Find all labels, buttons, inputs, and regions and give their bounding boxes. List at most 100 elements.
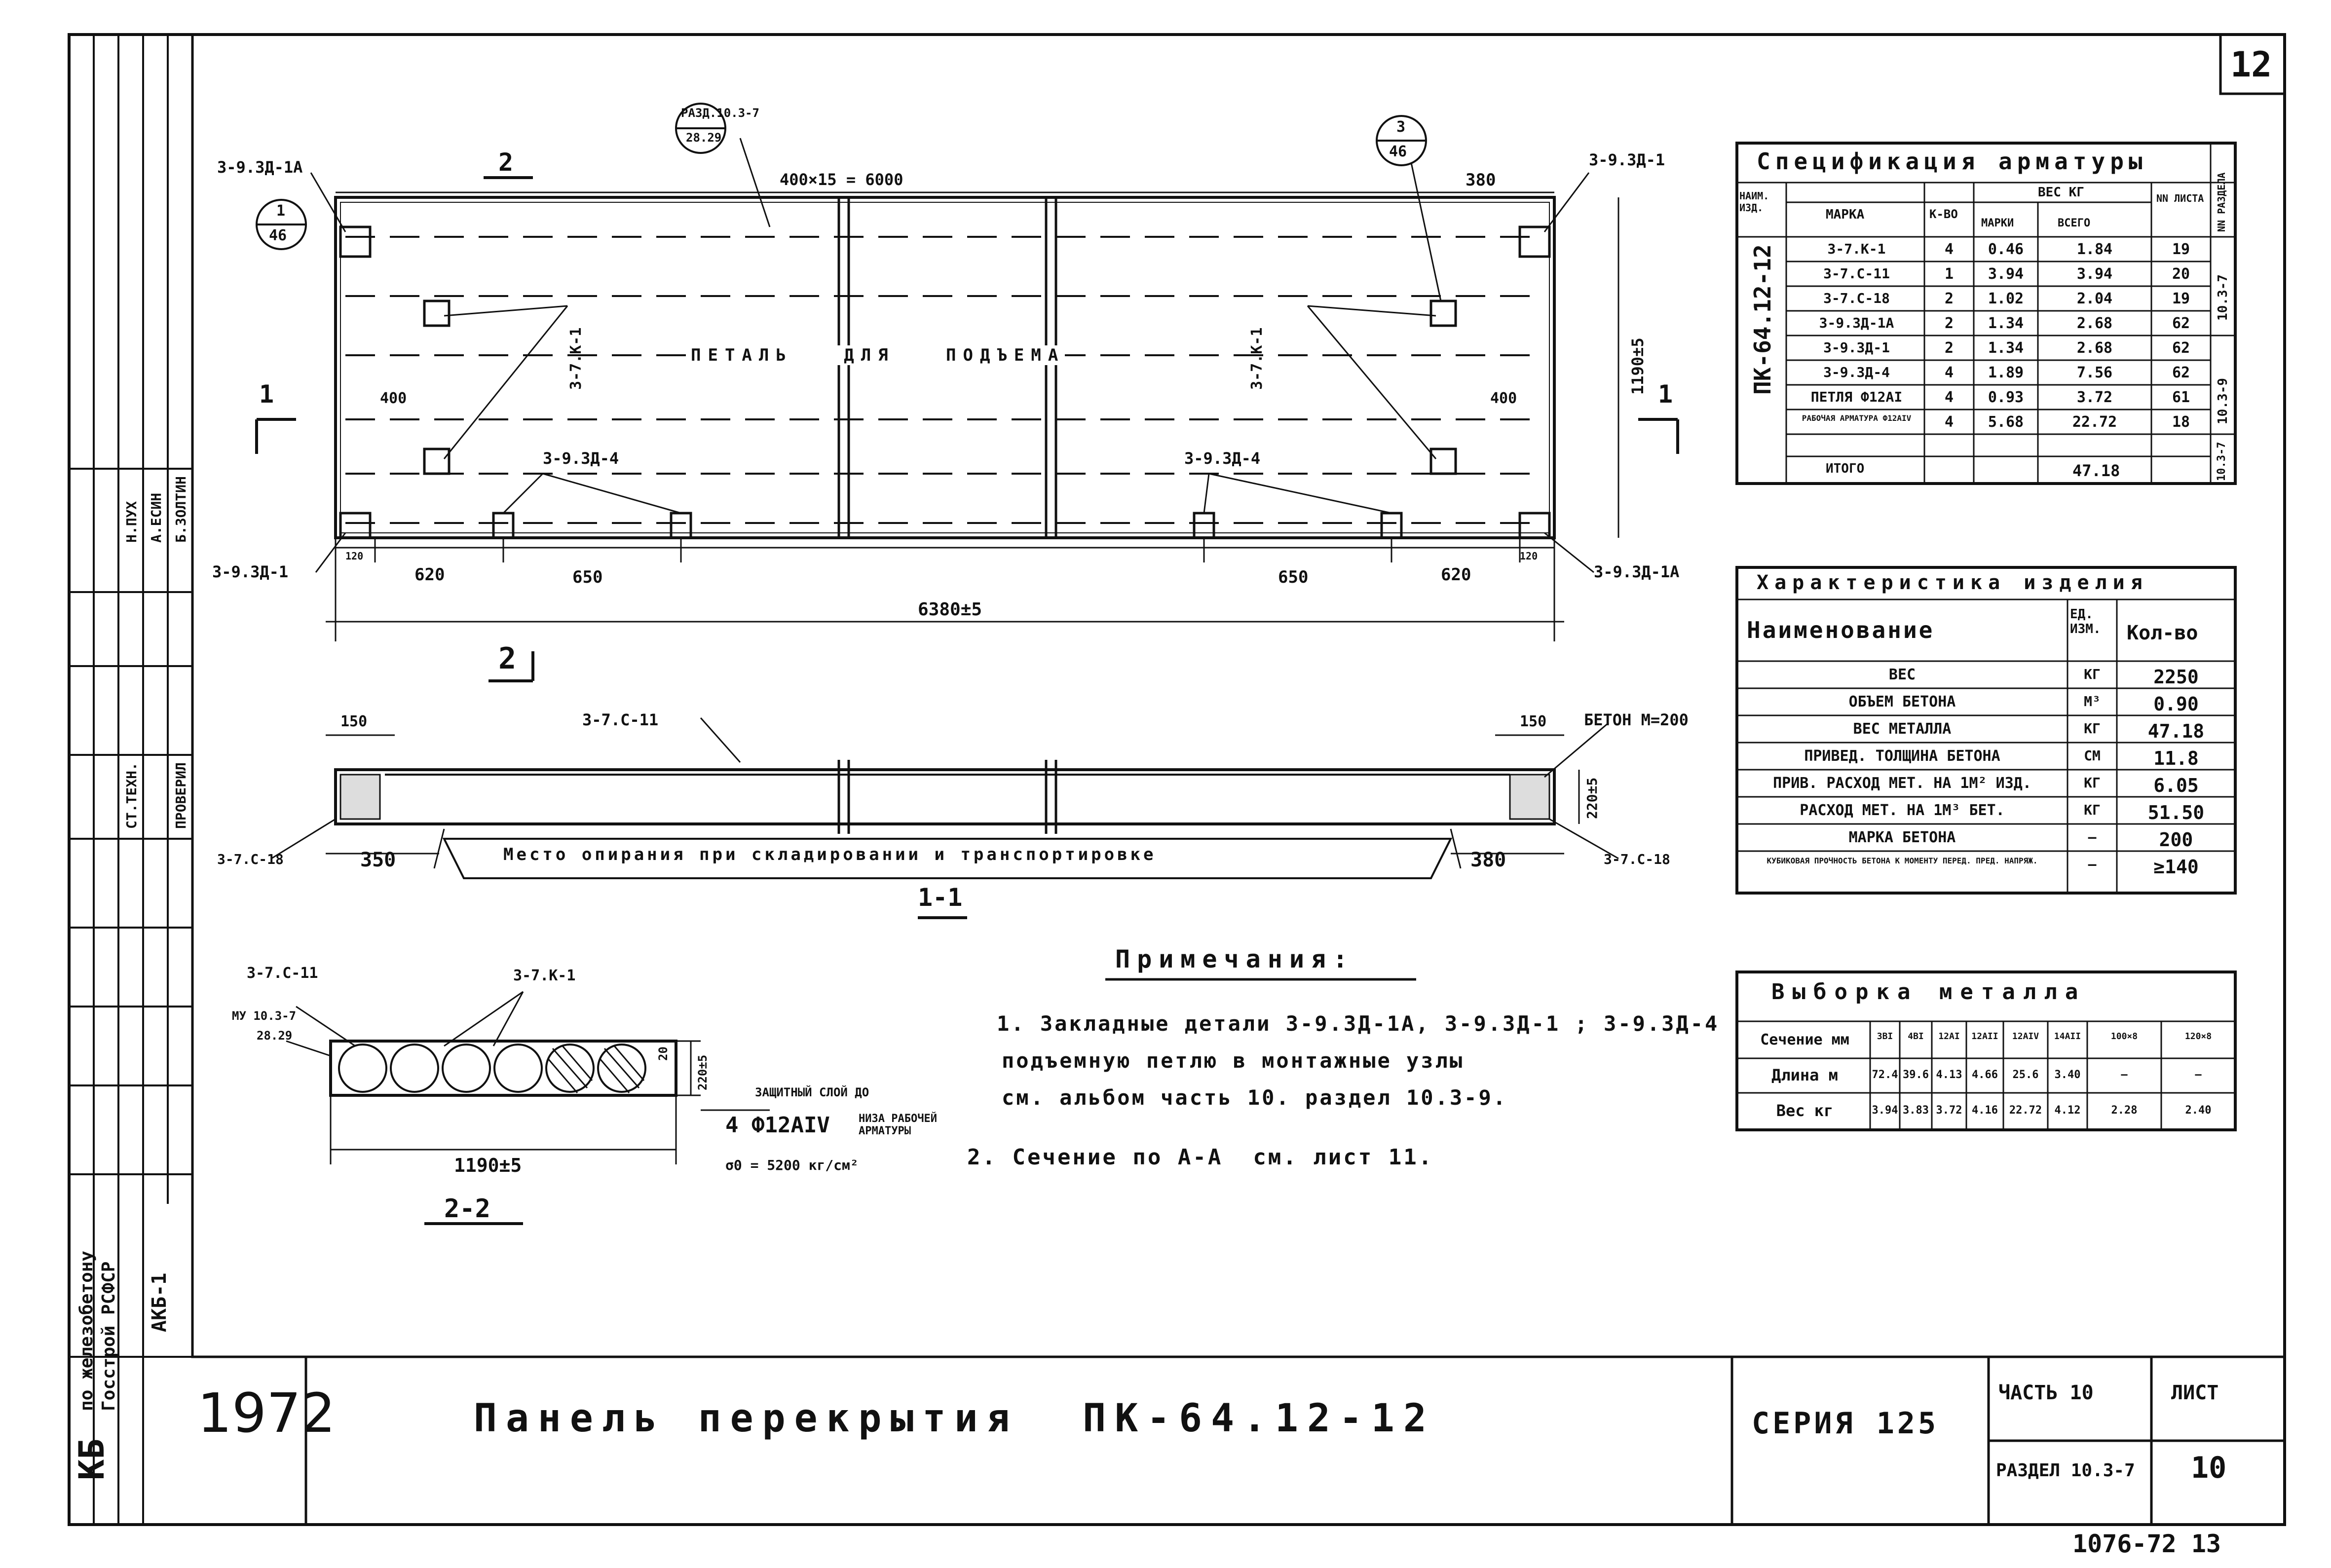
char-cell-unit: СМ xyxy=(2084,747,2101,764)
metal-cell: 2.28 xyxy=(2111,1104,2138,1117)
part-mid-left: 3-9.ЗД-4 xyxy=(543,449,619,468)
callout-3-top: 3 xyxy=(1396,118,1406,136)
char-cell-unit: КГ xyxy=(2084,666,2101,682)
part-bottom-left: 3-9.ЗД-1 xyxy=(212,562,289,581)
notes-line-4: 2. Сечение по А-А см. лист 11. xyxy=(967,1145,1434,1170)
s22-bars-note: НИЗА РАБОЧЕЙ АРМАТУРЫ xyxy=(859,1113,937,1137)
metal-header: 100×8 xyxy=(2110,1031,2138,1042)
spec-cell: 1 xyxy=(1944,265,1954,283)
spec-cell: 3.72 xyxy=(2076,389,2113,406)
char-h-unit: ЕД. ИЗМ. xyxy=(2070,607,2101,636)
s11-left-part: 3-7.С-18 xyxy=(217,851,284,867)
char-cell-unit: — xyxy=(2088,856,2097,872)
spec-cell: 3-9.ЗД-1 xyxy=(1823,339,1890,356)
section-2-2 xyxy=(286,991,770,1225)
char-cell-qty: ≥140 xyxy=(2153,856,2199,878)
dim-620-left: 620 xyxy=(414,565,445,585)
s22-callout-top: МУ 10.3-7 xyxy=(232,1009,297,1023)
sig-label-2: А.ЕСИН xyxy=(148,492,164,543)
char-cell-name: РАСХОД МЕТ. НА 1М³ БЕТ. xyxy=(1800,802,2005,819)
char-cell-unit: КГ xyxy=(2084,802,2101,818)
series-label: СЕРИЯ 125 xyxy=(1752,1406,1939,1441)
char-h-qty: Кол-во xyxy=(2127,622,2198,644)
metal-cell: 4.12 xyxy=(2054,1104,2081,1117)
archive-stamp: 1076-72 13 xyxy=(2072,1530,2221,1558)
spec-cell: 1.02 xyxy=(1988,290,2024,307)
dim-small-right: 120 xyxy=(1520,550,1538,562)
spec-title: Спецификация арматуры xyxy=(1757,148,2147,175)
s22-callout-bottom: 28.29 xyxy=(257,1029,293,1043)
s11-height: 220±5 xyxy=(1584,777,1600,819)
section-mark-2-bottom: 2 xyxy=(498,641,517,676)
spec-cell: 1.84 xyxy=(2076,241,2113,258)
dim-top: 400×15 = 6000 xyxy=(780,170,903,189)
spec-cell: 5.68 xyxy=(1988,413,2024,431)
dim-650-left: 650 xyxy=(572,567,603,587)
char-cell-name: ПРИВЕД. ТОЛЩИНА БЕТОНА xyxy=(1804,747,2000,765)
char-h-name: Наименование xyxy=(1747,617,1935,643)
char-cell-name: ВЕС xyxy=(1888,666,1916,683)
notes-line-1: 1. Закладные детали 3-9.ЗД-1А, 3-9.ЗД-1 … xyxy=(997,1011,1720,1036)
sig-label-3: Б.ЗОЛТИН xyxy=(173,476,189,543)
vert-label-left: 3-7.К-1 xyxy=(567,327,585,390)
spec-cell: 7.56 xyxy=(2076,364,2113,381)
spec-cell: 3.94 xyxy=(2076,265,2113,283)
dim-height: 1190±5 xyxy=(1628,337,1647,395)
callout-1-bottom: 46 xyxy=(269,227,287,244)
s22-label: 2-2 xyxy=(444,1194,490,1224)
char-cell-unit: — xyxy=(2088,829,2097,845)
spec-cell: 0.93 xyxy=(1988,389,2024,406)
spec-cell: ПЕТЛЯ Ф12АI xyxy=(1810,389,1903,405)
metal-cell: 4.13 xyxy=(1936,1069,1962,1081)
dim-400-right: 400 xyxy=(1490,390,1517,407)
spec-cell: 20 xyxy=(2172,265,2190,283)
dim-total: 6380±5 xyxy=(918,599,982,620)
spec-total-label: ИТОГО xyxy=(1826,461,1865,476)
dim-620-right: 620 xyxy=(1441,565,1471,585)
s11-top-part: 3-7.С-11 xyxy=(582,710,659,729)
s11-label: 1-1 xyxy=(918,883,963,912)
spec-ref-1: 10.3-7 xyxy=(2216,274,2230,321)
metal-cell: 4.66 xyxy=(1972,1069,1998,1081)
spec-total: 47.18 xyxy=(2072,461,2120,480)
spec-ref-2: 10.3-9 xyxy=(2216,378,2230,424)
spec-cell: 22.72 xyxy=(2072,413,2117,431)
spec-cell: 2 xyxy=(1944,315,1954,332)
s22-stress: σ0 = 5200 кг/см² xyxy=(725,1157,859,1173)
org-block-name: по железобетону xyxy=(76,1250,97,1411)
spec-cell: 1.34 xyxy=(1988,339,2024,357)
metal-cell: 3.83 xyxy=(1903,1104,1929,1117)
sig-label-5: ПРОВЕРИЛ xyxy=(173,762,189,829)
char-cell-qty: 47.18 xyxy=(2147,720,2205,742)
spec-table-grid xyxy=(1735,142,2237,485)
char-cell-qty: 200 xyxy=(2159,829,2193,851)
org-block-kb: КБ xyxy=(72,1438,112,1480)
spec-cell: 3.94 xyxy=(1988,265,2024,283)
metal-cell: 3.40 xyxy=(2054,1069,2081,1081)
dim-top-right: 380 xyxy=(1466,170,1496,190)
spec-cell: 62 xyxy=(2172,364,2190,381)
sheet-label: ЛИСТ xyxy=(2171,1381,2219,1404)
spec-h-section: NN РАЗДЕЛА xyxy=(2216,172,2227,232)
part-bottom-right: 3-9.ЗД-1А xyxy=(1594,562,1680,581)
dim-650-right: 650 xyxy=(1278,567,1309,587)
spec-cell: 3-9.ЗД-4 xyxy=(1823,364,1890,380)
year: 1972 xyxy=(197,1381,336,1445)
metal-cell: 39.6 xyxy=(1903,1069,1929,1081)
drawing-title: Панель перекрытия ПК-64.12-12 xyxy=(474,1396,1435,1441)
org-block-gosstroy: Госстрой РСФСР xyxy=(99,1261,119,1411)
s22-protect: ЗАЩИТНЫЙ СЛОЙ ДО xyxy=(755,1085,869,1099)
spec-cell: 3-7.К-1 xyxy=(1827,241,1886,257)
s11-dim-150-left: 150 xyxy=(340,713,368,730)
spec-h-name: НАИМ. ИЗД. xyxy=(1739,190,1769,214)
char-table-grid xyxy=(1735,566,2237,895)
metal-cell: — xyxy=(2121,1069,2128,1081)
spec-cell: 2 xyxy=(1944,339,1954,357)
spec-cell: 19 xyxy=(2172,241,2190,258)
spec-cell: 1.34 xyxy=(1988,315,2024,332)
part-top-right: 3-9.ЗД-1 xyxy=(1589,150,1665,169)
char-cell-name: ПРИВ. РАСХОД МЕТ. НА 1М² ИЗД. xyxy=(1773,775,2031,792)
callout-razd-bottom: 28.29 xyxy=(686,131,722,145)
dim-400-left: 400 xyxy=(380,390,407,407)
